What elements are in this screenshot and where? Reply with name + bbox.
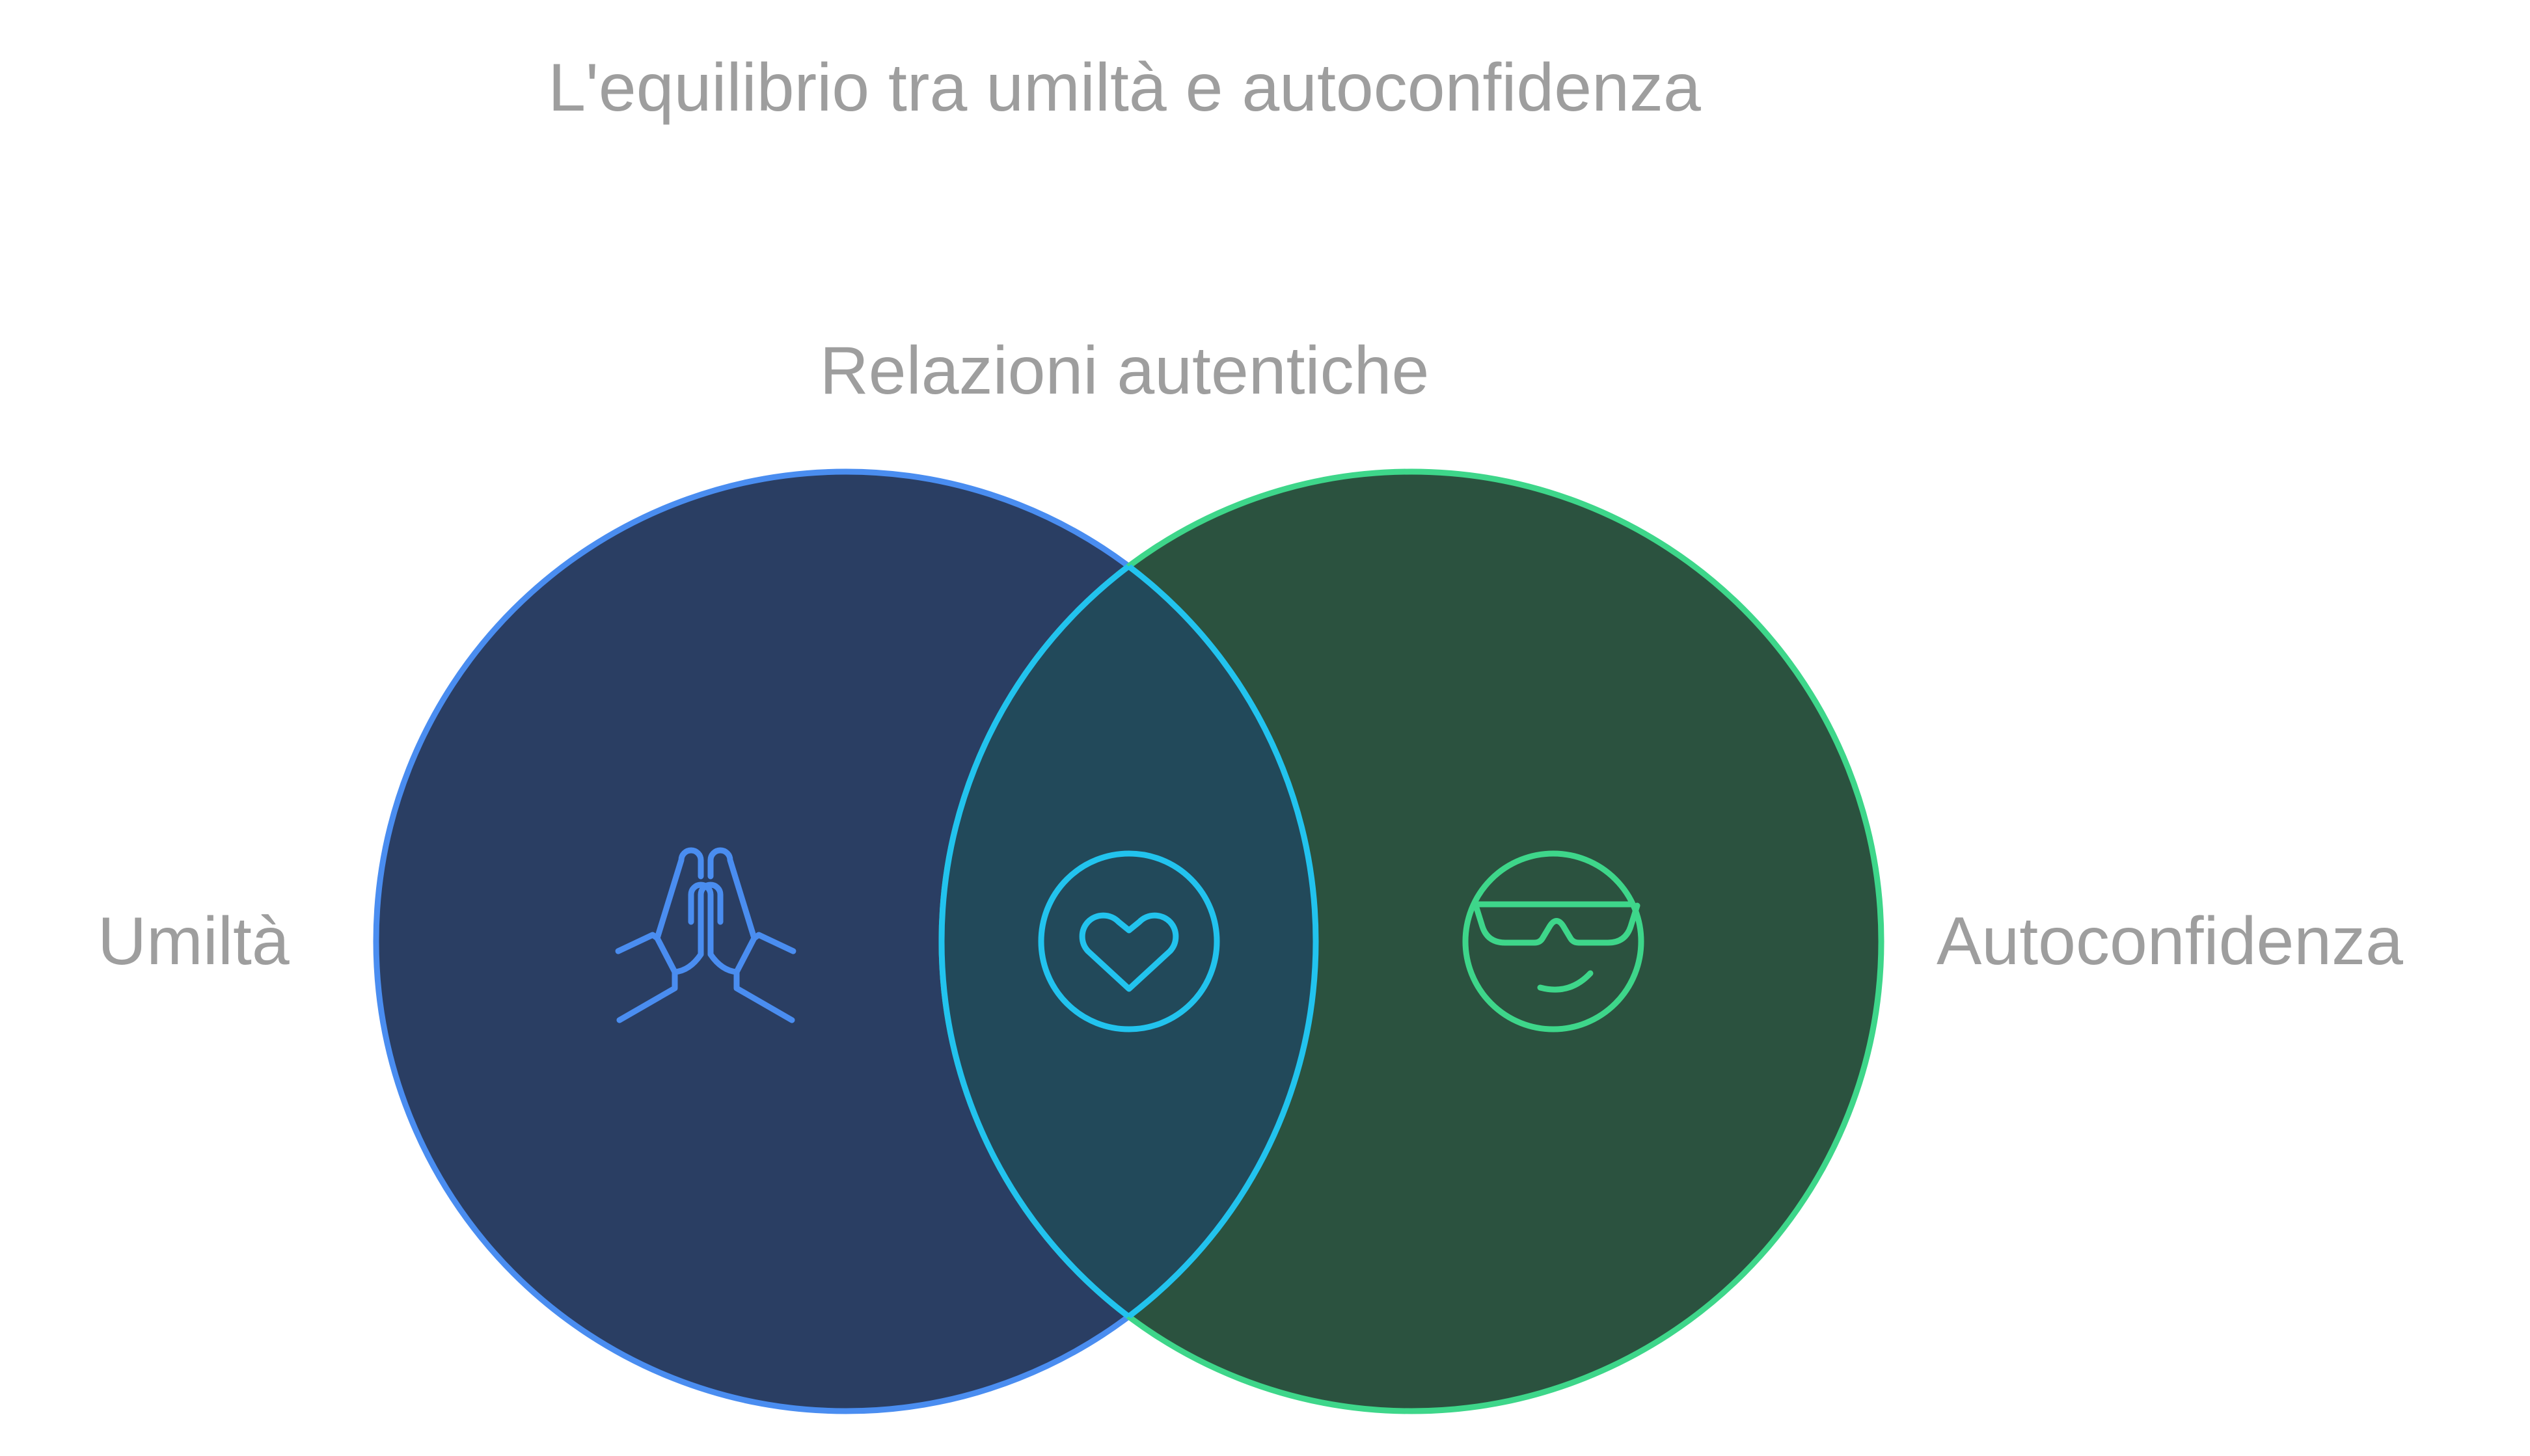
intersection-region (938, 472, 1316, 1411)
praying-hands-icon (615, 847, 796, 1023)
left-set-label: Umiltà (98, 904, 290, 979)
sunglasses-smiley-icon (1462, 850, 1644, 1032)
intersection-label: Relazioni autentiche (820, 333, 1430, 409)
right-set-label: Autoconfidenza (1937, 904, 2403, 979)
diagram-title: L'equilibrio tra umiltà e autoconfidenza (548, 50, 1701, 126)
heart-circle-icon (1038, 850, 1220, 1032)
